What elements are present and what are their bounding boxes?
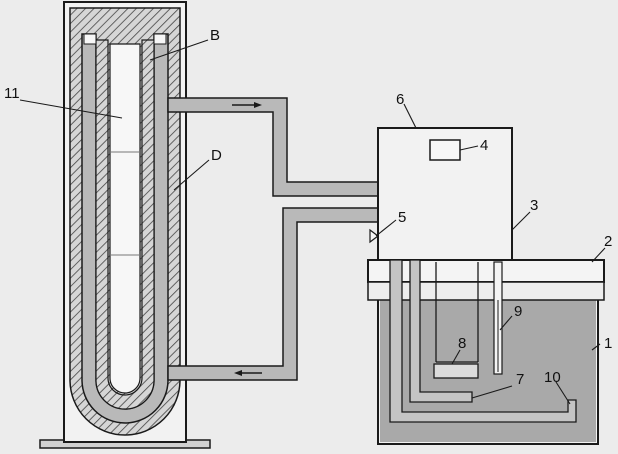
return-pipe: [167, 207, 379, 381]
sample-tube: [109, 43, 141, 394]
label-9: 9: [514, 303, 522, 320]
cap-right: [153, 33, 167, 45]
label-d: D: [211, 147, 222, 164]
label-1: 1: [604, 335, 612, 352]
controller-unit: [369, 127, 513, 261]
leader-lines: [19, 39, 606, 405]
labels: B 11 D 6 4 5 3 2 1 9 8 7 10: [4, 27, 612, 388]
bath: [367, 259, 605, 445]
label-11: 11: [4, 85, 20, 102]
bath-lid: [367, 259, 605, 283]
label-5: 5: [398, 209, 406, 226]
label-2: 2: [604, 233, 612, 250]
arrow-left-icon: [234, 370, 262, 376]
label-10: 10: [544, 369, 561, 386]
label-6: 6: [396, 91, 404, 108]
label-8: 8: [458, 335, 466, 352]
display-window: [429, 139, 461, 161]
label-7: 7: [516, 371, 524, 388]
label-4: 4: [480, 137, 488, 154]
label-b: B: [210, 27, 220, 44]
inner-wall-b: [95, 39, 155, 410]
heater-block: [433, 363, 479, 379]
label-3: 3: [530, 197, 538, 214]
arrow-right-icon: [232, 102, 262, 108]
cap-left: [83, 33, 97, 45]
connecting-pipes: [167, 97, 379, 381]
valve-icon: [369, 228, 379, 244]
thermostat-column: [39, 1, 211, 449]
lid-rim: [367, 281, 605, 301]
pipe-7: [409, 259, 473, 403]
